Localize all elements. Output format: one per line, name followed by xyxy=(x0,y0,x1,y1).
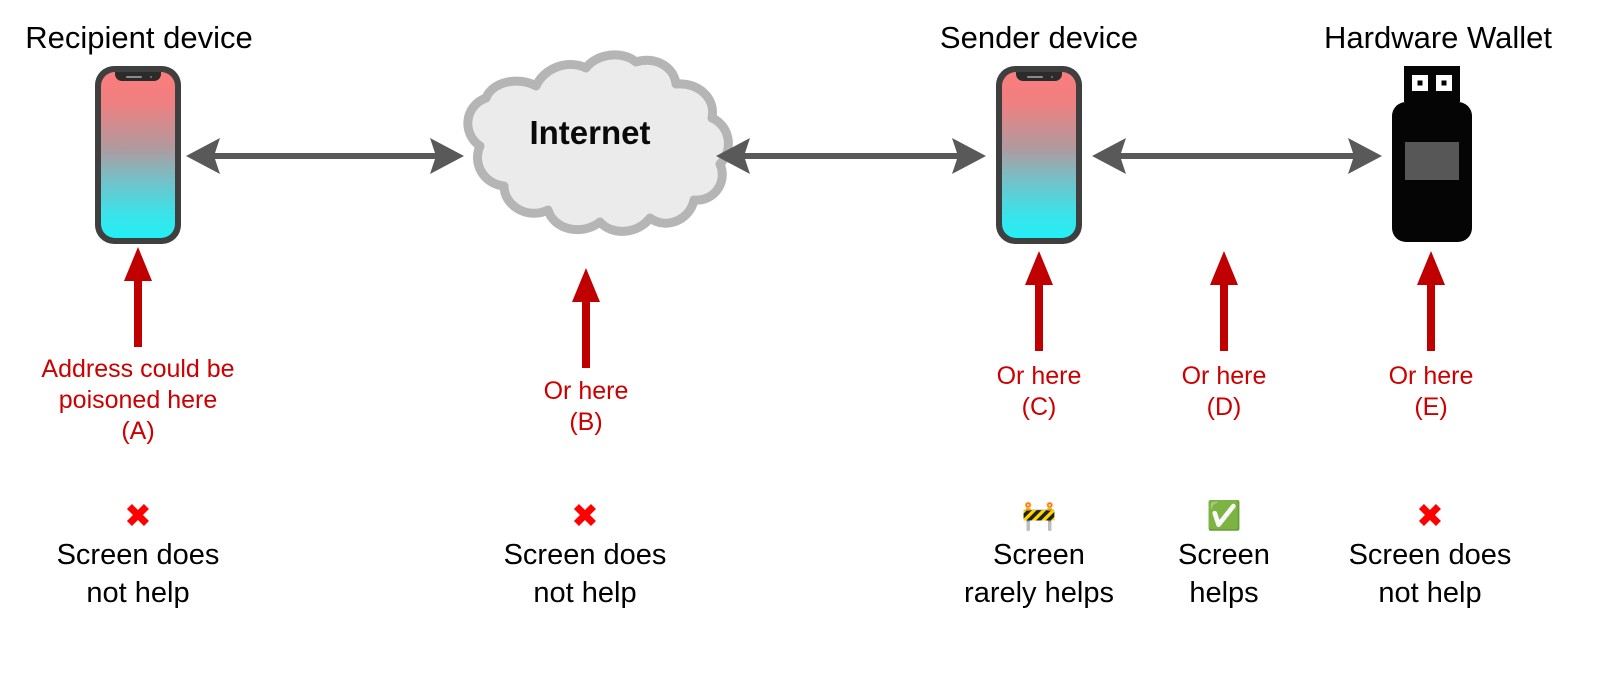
red-x-icon: ✖ xyxy=(571,496,599,535)
threat-label-e: Or here (E) xyxy=(1388,362,1474,421)
phone-screen xyxy=(1002,72,1076,238)
phone-camera-icon xyxy=(149,75,152,78)
verdict-c: 🚧 Screen rarely helps xyxy=(919,498,1159,612)
threat-arrow-d xyxy=(1205,251,1243,351)
verdict-a: ✖ Screen does not help xyxy=(8,498,268,612)
threat-label-c: Or here (C) xyxy=(996,362,1082,421)
node-title-recipient: Recipient device xyxy=(25,20,253,55)
internet-cloud: Internet xyxy=(440,48,740,248)
sender-device-phone xyxy=(996,66,1082,244)
red-x-icon: ✖ xyxy=(124,496,152,535)
verdict-b: ✖ Screen does not help xyxy=(465,498,705,612)
green-check-icon: ✅ xyxy=(1206,499,1242,532)
node-title-sender: Sender device xyxy=(939,20,1139,55)
usb-connector-icon xyxy=(1404,66,1460,102)
phone-speaker-icon xyxy=(1027,75,1043,78)
threat-arrow-a xyxy=(119,247,157,347)
phone-notch xyxy=(1016,72,1062,81)
threat-label-d: Or here (D) xyxy=(1181,362,1267,421)
internet-cloud-label: Internet xyxy=(529,114,651,151)
hardware-wallet-device xyxy=(1392,66,1472,242)
link-arrow-recipient-internet xyxy=(186,132,464,180)
cloud-shape-icon xyxy=(463,50,733,236)
threat-arrow-e xyxy=(1412,251,1450,351)
node-title-hardware-wallet: Hardware Wallet xyxy=(1324,20,1552,55)
verdict-label: Screen helps xyxy=(1178,539,1270,609)
verdict-e: ✖ Screen does not help xyxy=(1310,498,1550,612)
red-x-icon: ✖ xyxy=(1416,496,1444,535)
usb-pin-left xyxy=(1412,75,1428,91)
threat-label-a: Address could be poisoned here (A) xyxy=(41,355,235,445)
verdict-label: Screen rarely helps xyxy=(964,539,1114,609)
threat-arrow-c xyxy=(1020,251,1058,351)
recipient-device-phone xyxy=(95,66,181,244)
threat-arrow-b xyxy=(567,268,605,368)
phone-speaker-icon xyxy=(126,75,142,78)
hardware-wallet-screen xyxy=(1405,142,1459,180)
link-arrow-sender-wallet xyxy=(1092,132,1382,180)
hardware-wallet-body xyxy=(1392,102,1472,242)
threat-label-b: Or here (B) xyxy=(543,377,629,436)
verdict-d: ✅ Screen helps xyxy=(1104,498,1344,612)
usb-pin-right xyxy=(1436,75,1452,91)
phone-screen xyxy=(101,72,175,238)
verdict-label: Screen does not help xyxy=(56,539,220,609)
verdict-label: Screen does not help xyxy=(503,539,667,609)
phone-notch xyxy=(115,72,161,81)
construction-barrier-icon: 🚧 xyxy=(1021,499,1057,532)
link-arrow-internet-sender xyxy=(716,132,986,180)
verdict-label: Screen does not help xyxy=(1348,539,1512,609)
phone-camera-icon xyxy=(1050,75,1053,78)
